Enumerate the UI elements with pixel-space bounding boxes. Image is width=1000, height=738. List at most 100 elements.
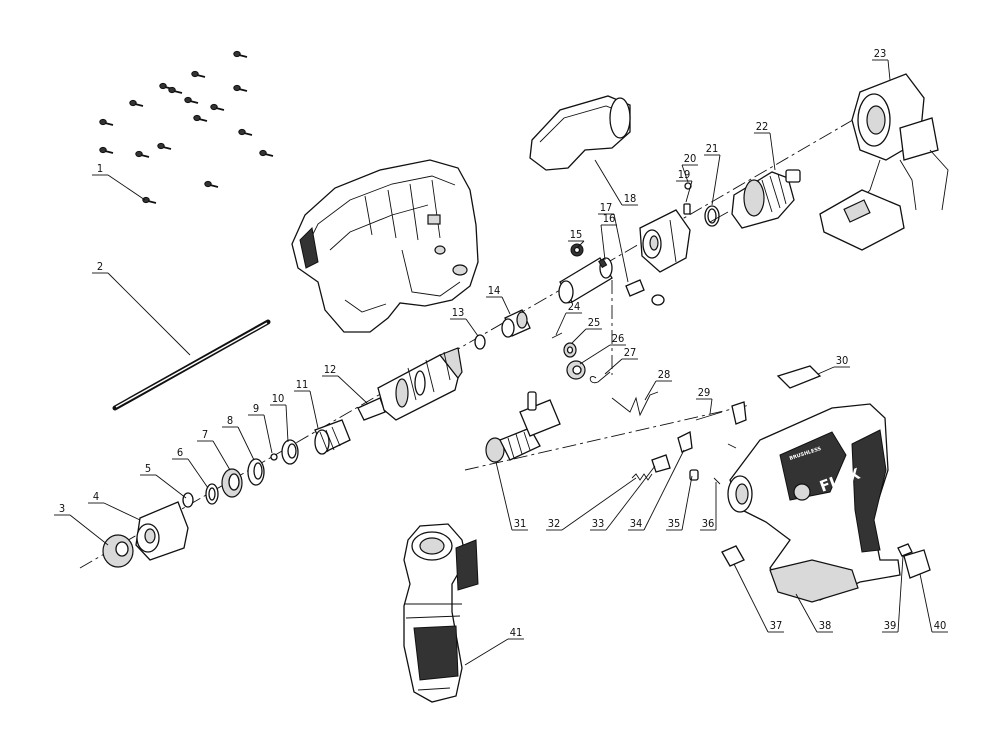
part-label-19: 19 (678, 168, 691, 181)
part-22-motor-rotor (709, 169, 801, 229)
part-11-sleeve (314, 419, 351, 455)
part-label-23: 23 (874, 47, 887, 60)
screw (238, 128, 253, 136)
leader-line (501, 296, 511, 315)
leader-line (795, 593, 818, 633)
leader-line (107, 174, 146, 201)
leader-line (919, 573, 933, 633)
part-7-sleeve (221, 468, 243, 498)
leader-line (681, 475, 693, 531)
part-label-31: 31 (514, 517, 527, 530)
part-31-clutch (485, 391, 561, 463)
part-30-plate (776, 365, 822, 389)
leader-line (579, 344, 611, 365)
screw (99, 118, 114, 126)
leader-line (69, 514, 109, 546)
part-switch-bracket (727, 401, 747, 449)
part-label-21: 21 (706, 142, 719, 155)
part-39-40-latch (897, 543, 931, 579)
part-21-ring (704, 205, 720, 227)
leader-line (576, 240, 585, 249)
part-label-37: 37 (770, 619, 783, 632)
screw (233, 84, 248, 92)
part-labels: 1234567891011121314151617181920212223242… (59, 47, 946, 639)
part-label-38: 38 (819, 619, 832, 632)
leader-line (555, 312, 567, 336)
part-label-15: 15 (570, 228, 583, 241)
part-label-6: 6 (177, 446, 183, 459)
leader-line (212, 440, 231, 471)
leader-line (709, 398, 713, 415)
part-label-11: 11 (296, 378, 309, 391)
part-label-18: 18 (624, 192, 637, 205)
part-23-motor-stator (819, 73, 949, 251)
leader-line (681, 164, 689, 183)
screw-set (99, 50, 274, 204)
screw (191, 70, 206, 78)
part-26-gear (566, 360, 586, 380)
part-label-7: 7 (202, 428, 208, 441)
leader-line (309, 390, 319, 429)
leader-line (103, 502, 141, 521)
leader-line (594, 159, 623, 206)
leader-line (464, 638, 509, 666)
leader-line (600, 224, 606, 261)
screw (210, 103, 225, 111)
part-label-13: 13 (452, 306, 465, 319)
screw (193, 114, 208, 122)
leader-line (604, 358, 623, 375)
part-37-button (721, 545, 745, 567)
leader-line (685, 180, 693, 203)
leader-line (605, 465, 656, 531)
part-label-9: 9 (253, 402, 259, 415)
leader-line (237, 426, 255, 461)
part-32-spring (631, 473, 653, 481)
leader-line (337, 375, 369, 405)
part-label-22: 22 (756, 120, 769, 133)
screw (135, 150, 150, 158)
part-label-34: 34 (630, 517, 643, 530)
leader-line (155, 474, 187, 499)
leader-line (495, 461, 513, 531)
part-label-20: 20 (684, 152, 697, 165)
part-label-12: 12 (324, 363, 337, 376)
part-label-8: 8 (227, 414, 233, 427)
part-6-washer (205, 483, 219, 505)
screw (142, 196, 157, 204)
leader-line (769, 132, 776, 171)
leader-line (897, 555, 904, 633)
part-16-cylinder (558, 257, 613, 304)
part-33-block (651, 454, 671, 473)
part-4-dust-cover (135, 501, 189, 561)
part-12-spindle (357, 347, 463, 421)
part-28-spring-lever (611, 391, 659, 417)
leader-line (644, 380, 657, 401)
part-label-26: 26 (612, 332, 625, 345)
part-15-washer (570, 243, 584, 257)
housing-half (291, 159, 479, 333)
part-label-36: 36 (702, 517, 715, 530)
part-label-25: 25 (588, 316, 601, 329)
part-25-washer (563, 342, 577, 358)
screw (259, 149, 274, 157)
part-label-30: 30 (836, 354, 849, 367)
part-29-rod (695, 411, 723, 421)
leader-line (887, 59, 891, 81)
leader-line (733, 563, 769, 633)
leader-line (107, 272, 191, 356)
part-label-33: 33 (592, 517, 605, 530)
part-14-bearing (501, 309, 531, 338)
part-2-rod (112, 319, 271, 411)
leader-line (613, 213, 629, 283)
part-label-29: 29 (698, 386, 711, 399)
part-label-28: 28 (658, 368, 671, 381)
screw (157, 142, 172, 150)
part-19-pin (683, 203, 691, 215)
part-label-32: 32 (548, 517, 561, 530)
part-label-17: 17 (600, 201, 613, 214)
leader-line (561, 477, 637, 531)
part-label-40: 40 (934, 619, 947, 632)
part-13-oring (474, 334, 486, 350)
part-label-3: 3 (59, 502, 65, 515)
